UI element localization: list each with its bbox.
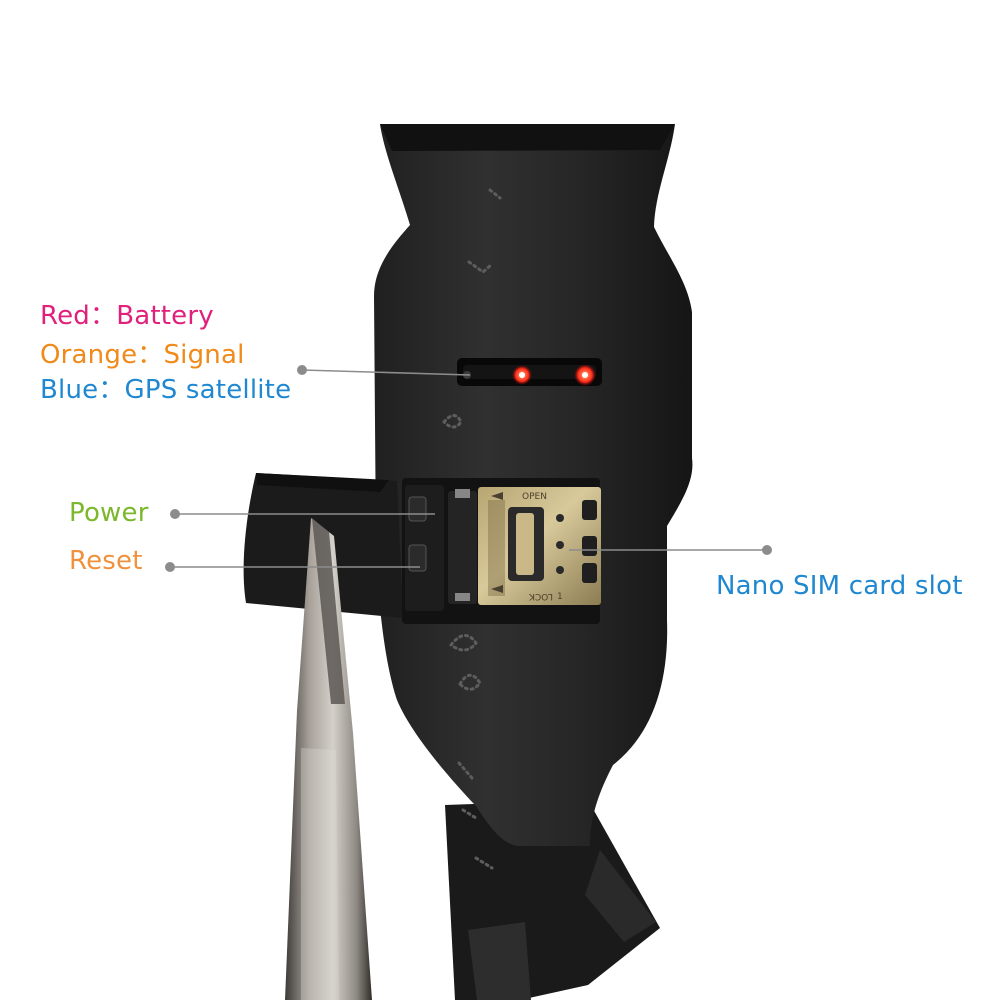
sim-slot-label: Nano SIM card slot [716,571,963,601]
sim-open-text: OPEN [522,492,547,502]
sim-lock-text: LOCK [528,591,553,601]
sim-number-text: 1 [557,592,563,602]
led-window [457,358,602,386]
case-top-edge [380,124,675,151]
battery-indicator-label: Red：Battery [40,301,214,331]
power-button-label: Power [69,498,149,528]
gps-indicator-label: Blue：GPS satellite [40,375,292,405]
signal-indicator-label: Orange：Signal [40,340,245,370]
nano-sim-slot: OPEN LOCK 1 [478,487,601,605]
reset-button-label: Reset [69,546,143,576]
tweezers [285,518,372,1000]
callout-dots [165,365,772,572]
callout-lines [170,369,766,568]
case-markings [442,188,502,870]
flex-strip [445,800,660,1000]
